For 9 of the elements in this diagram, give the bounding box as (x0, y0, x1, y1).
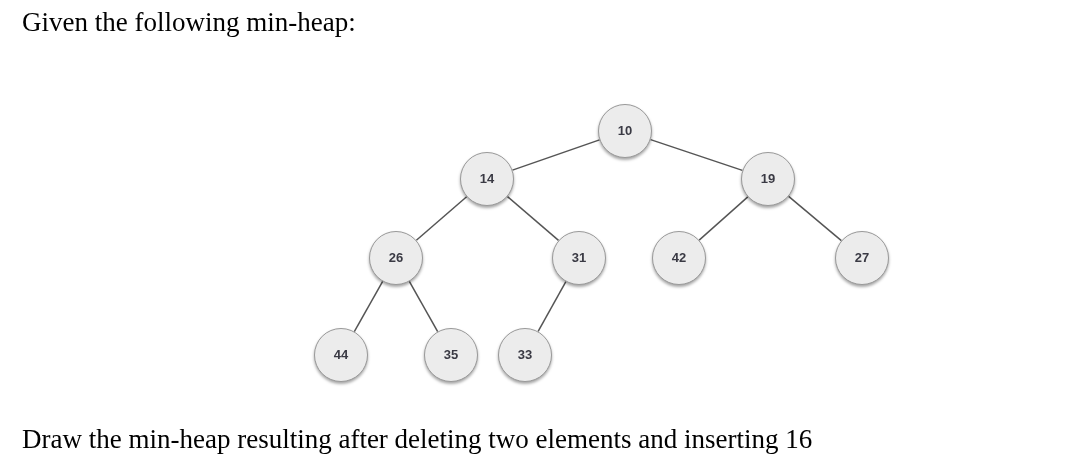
tree-edge (698, 196, 749, 241)
tree-edge (787, 195, 843, 242)
tree-edge (537, 280, 567, 333)
question-text: Draw the min-heap resulting after deleting two elements and inserting 16 (22, 423, 813, 456)
tree-edge (506, 195, 560, 242)
tree-edge (353, 280, 384, 333)
tree-edge (408, 280, 439, 333)
tree-edge (415, 195, 468, 242)
heading: Given the following min-heap: (22, 6, 356, 39)
